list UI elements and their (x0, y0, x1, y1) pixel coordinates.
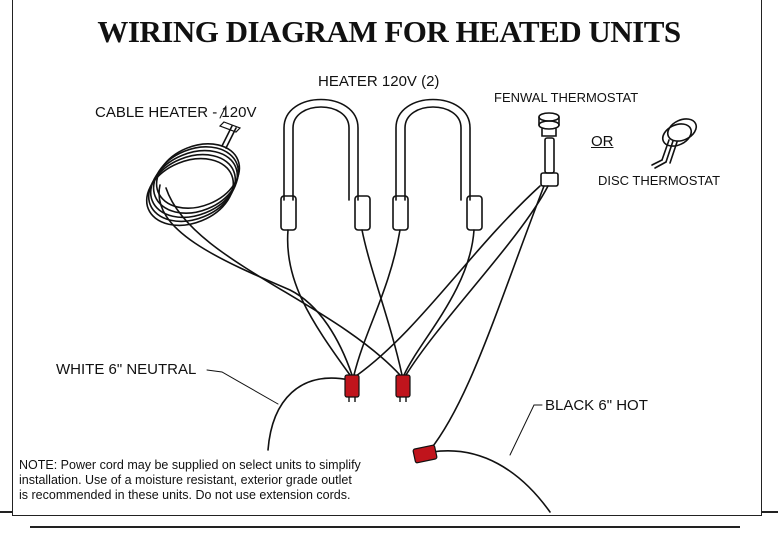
wire-heater2-right (403, 229, 475, 376)
wire-thermostat-a (405, 185, 549, 376)
diagram-title: WIRING DIAGRAM FOR HEATED UNITS (97, 14, 681, 49)
black-hot-label: BLACK 6" HOT (545, 397, 648, 414)
cable-heater-coil-icon (145, 121, 242, 227)
black-hot-wire (431, 450, 551, 513)
black-hot-leader (509, 404, 543, 456)
diagram-frame (12, 0, 762, 516)
heater-element-2-icon (392, 98, 483, 231)
heater-element-1-icon (280, 98, 371, 231)
or-label: OR (591, 133, 614, 150)
wire-cable-to-bundle-b (165, 187, 401, 376)
connector-thermostat-icon (412, 444, 438, 464)
wire-cable-to-bundle-a (158, 184, 353, 376)
cable-heater-label: CABLE HEATER - 120V (95, 104, 257, 121)
wire-heater1-left (286, 229, 351, 376)
right-rule-stub (762, 511, 778, 513)
wire-heater2-left (353, 229, 401, 376)
bottom-rule (30, 526, 740, 528)
wire-heater1-right (361, 229, 403, 376)
white-neutral-leader (206, 369, 279, 405)
fenwal-thermostat-icon (538, 112, 560, 187)
white-neutral-wire (267, 377, 351, 451)
white-neutral-label: WHITE 6" NEUTRAL (56, 361, 197, 378)
disc-thermostat-icon (651, 118, 698, 169)
wire-thermostat-c (355, 185, 541, 377)
disc-thermostat-label: DISC THERMOSTAT (598, 173, 721, 188)
connector-hot-icon (395, 374, 411, 402)
cable-heater-leader (219, 105, 227, 119)
installation-note: NOTE: Power cord may be supplied on sele… (19, 458, 361, 502)
wire-thermostat-b (429, 185, 545, 451)
fenwal-thermostat-label: FENWAL THERMOSTAT (494, 90, 639, 105)
left-rule-stub (0, 511, 12, 513)
connector-neutral-icon (344, 374, 360, 402)
heater-label: HEATER 120V (2) (318, 73, 440, 90)
